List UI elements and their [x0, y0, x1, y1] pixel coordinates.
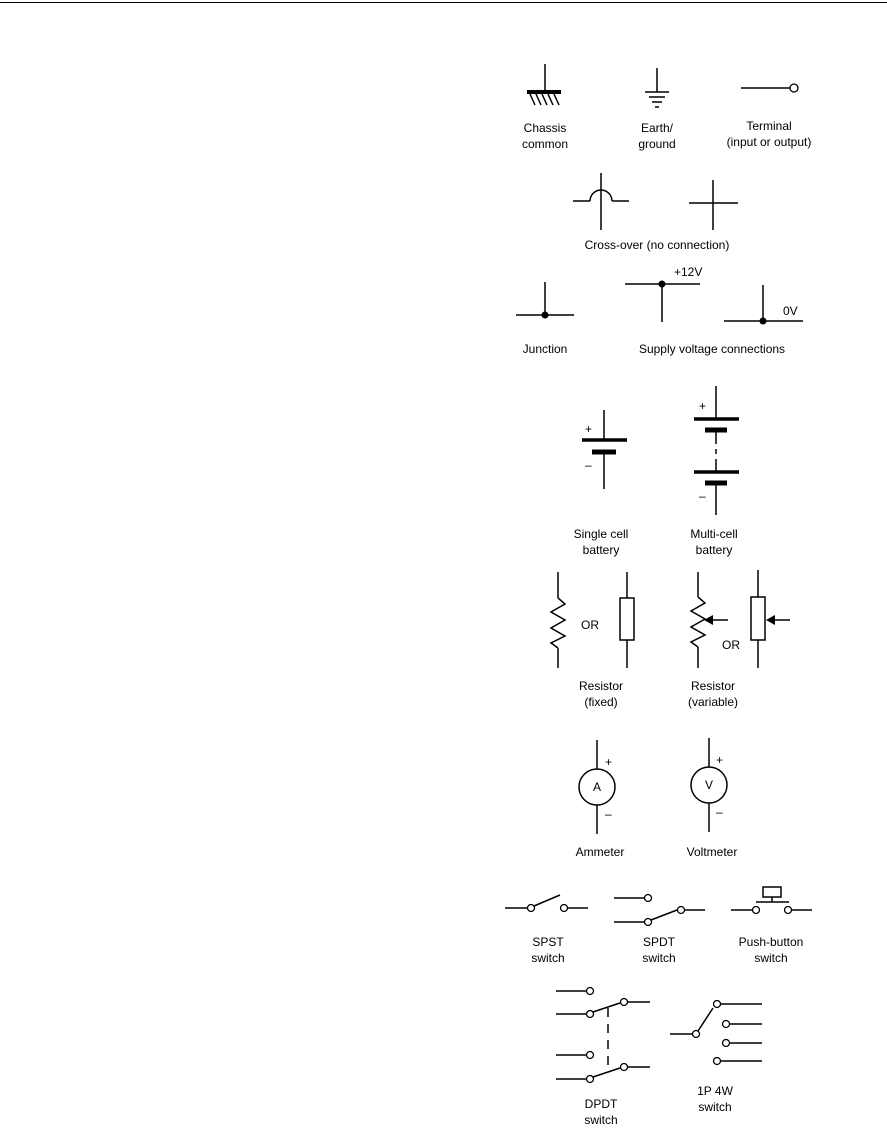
terminal-label-2: (input or output): [727, 135, 812, 149]
voltmeter-plus: +: [716, 753, 723, 767]
single-cell-label-2: battery: [583, 543, 620, 557]
voltmeter-minus: –: [716, 805, 723, 819]
dpdt-label-2: switch: [584, 1113, 617, 1127]
terminal-label-1: Terminal: [746, 119, 791, 133]
ammeter-label: Ammeter: [576, 845, 625, 859]
supply-voltage-symbol: +12V 0V Supply voltage connections: [625, 265, 803, 356]
spst-label-2: switch: [531, 951, 564, 965]
chassis-common-label-2: common: [522, 137, 568, 151]
crossover-symbol: Cross-over (no connection): [573, 173, 738, 252]
spdt-label-2: switch: [642, 951, 675, 965]
one-p-four-w-label-1: 1P 4W: [697, 1084, 733, 1098]
top-rule: [0, 2, 887, 3]
supply-plus12v: +12V: [674, 265, 702, 279]
multi-cell-label-1: Multi-cell: [690, 527, 737, 541]
crossover-label: Cross-over (no connection): [585, 238, 730, 252]
dpdt-switch-symbol: DPDT switch: [556, 986, 650, 1127]
ammeter-plus: +: [605, 755, 612, 769]
spdt-switch-symbol: SPDT switch: [614, 893, 705, 965]
supply-0v: 0V: [783, 304, 798, 318]
spst-switch-symbol: SPST switch: [505, 894, 588, 965]
resistor-variable-label-1: Resistor: [691, 679, 735, 693]
single-cell-plus: +: [585, 422, 592, 436]
resistor-variable-symbol: OR Resistor (variable): [688, 570, 790, 709]
ammeter-minus: –: [605, 807, 612, 821]
resistor-fixed-label-1: Resistor: [579, 679, 623, 693]
multi-cell-plus: +: [699, 399, 706, 413]
spdt-label-1: SPDT: [643, 935, 676, 949]
ammeter-letter: A: [593, 780, 601, 794]
multi-cell-label-2: battery: [696, 543, 733, 557]
resistor-variable-or: OR: [722, 638, 740, 652]
voltmeter-symbol: V + – Voltmeter: [687, 738, 738, 859]
terminal-symbol: Terminal (input or output): [727, 83, 812, 149]
push-button-label-2: switch: [754, 951, 787, 965]
resistor-fixed-label-2: (fixed): [584, 695, 617, 709]
chassis-common-symbol: Chassis common: [522, 64, 568, 151]
multi-cell-battery-symbol: + – Multi-cell battery: [690, 386, 739, 557]
single-cell-minus: –: [585, 458, 592, 472]
resistor-variable-label-2: (variable): [688, 695, 738, 709]
junction-symbol: Junction: [516, 282, 574, 356]
junction-label: Junction: [523, 342, 568, 356]
earth-ground-symbol: Earth/ ground: [638, 68, 676, 151]
voltmeter-letter: V: [705, 778, 713, 792]
ammeter-symbol: A + – Ammeter: [576, 740, 625, 859]
dpdt-label-1: DPDT: [585, 1097, 618, 1111]
multi-cell-minus: –: [699, 489, 706, 503]
resistor-fixed-or: OR: [581, 618, 599, 632]
one-p-four-w-label-2: switch: [698, 1100, 731, 1114]
chassis-common-label-1: Chassis: [524, 121, 567, 135]
push-button-switch-symbol: Push-button switch: [731, 886, 812, 965]
push-button-label-1: Push-button: [739, 935, 804, 949]
supply-voltage-label: Supply voltage connections: [639, 342, 785, 356]
single-cell-label-1: Single cell: [574, 527, 629, 541]
spst-label-1: SPST: [532, 935, 564, 949]
earth-ground-label-2: ground: [638, 137, 675, 151]
voltmeter-label: Voltmeter: [687, 845, 738, 859]
single-cell-battery-symbol: + – Single cell battery: [574, 410, 629, 557]
one-pole-four-way-switch-symbol: 1P 4W switch: [670, 999, 762, 1114]
earth-ground-label-1: Earth/: [641, 121, 674, 135]
resistor-fixed-symbol: OR Resistor (fixed): [549, 572, 635, 709]
